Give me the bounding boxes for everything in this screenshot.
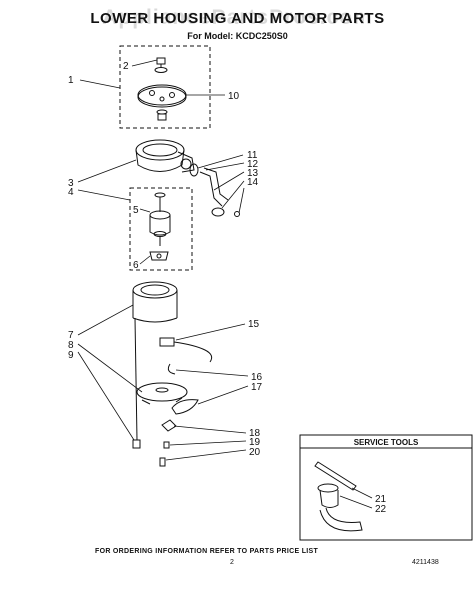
part-3-lower-housing (135, 139, 195, 173)
service-tools-box (299, 434, 473, 541)
part-7-stator (132, 281, 178, 323)
part-12-13-discharge-tube (199, 167, 229, 207)
callout-21: 21 (375, 494, 387, 505)
part-9-bolt (132, 317, 141, 449)
part-15-switch-wire (159, 337, 213, 363)
callout-16: 16 (251, 372, 263, 383)
callout-19: 19 (249, 437, 261, 448)
part-2-fastener (154, 57, 168, 73)
callout-6: 6 (133, 260, 139, 271)
callout-2: 2 (123, 61, 129, 72)
part-22-tool-tube (317, 483, 363, 532)
ordering-note: FOR ORDERING INFORMATION REFER TO PARTS … (95, 548, 319, 555)
page-title: LOWER HOUSING AND MOTOR PARTS (90, 10, 385, 27)
watermark: AppliancePartsPros.com (102, 6, 373, 29)
leader-lines (77, 59, 249, 461)
part-1-lower-washer (156, 109, 168, 121)
part-5-shaft (149, 192, 171, 246)
group-box-middle (129, 187, 193, 271)
leader-22 (339, 495, 373, 509)
part-19-screw (163, 441, 170, 449)
callout-4: 4 (68, 187, 74, 198)
group-box-top (119, 45, 211, 129)
document-number: 4211438 (412, 559, 439, 566)
part-11-gasket (189, 163, 199, 177)
part-14-flange (211, 207, 240, 217)
callout-3: 3 (68, 178, 74, 189)
part-10-flywheel-plate (137, 84, 187, 108)
callout-1: 1 (68, 75, 74, 86)
part-17-shield (171, 399, 199, 415)
callout-15: 15 (248, 319, 260, 330)
part-18-plate (161, 419, 177, 432)
service-tools-title: SERVICE TOOLS (353, 438, 419, 447)
callout-7: 7 (68, 330, 74, 341)
callout-13: 13 (247, 168, 259, 179)
callout-14: 14 (247, 177, 259, 188)
callout-18: 18 (249, 428, 261, 439)
part-20-screw (159, 457, 166, 467)
callout-20: 20 (249, 447, 261, 458)
callout-11: 11 (247, 150, 258, 161)
part-16-clip (167, 363, 176, 375)
callout-22: 22 (375, 504, 387, 515)
callout-5: 5 (133, 205, 139, 216)
callout-10: 10 (228, 91, 240, 102)
page-number: 2 (230, 559, 234, 566)
part-8-end-bell (136, 382, 188, 405)
callout-12: 12 (247, 159, 259, 170)
leader-21 (351, 487, 373, 499)
callout-9: 9 (68, 350, 74, 361)
part-21-tool-wrench (314, 461, 357, 491)
part-6-bearing (149, 251, 169, 261)
page-subtitle: For Model: KCDC250S0 (187, 31, 288, 41)
callout-17: 17 (251, 382, 263, 393)
callout-8: 8 (68, 340, 74, 351)
